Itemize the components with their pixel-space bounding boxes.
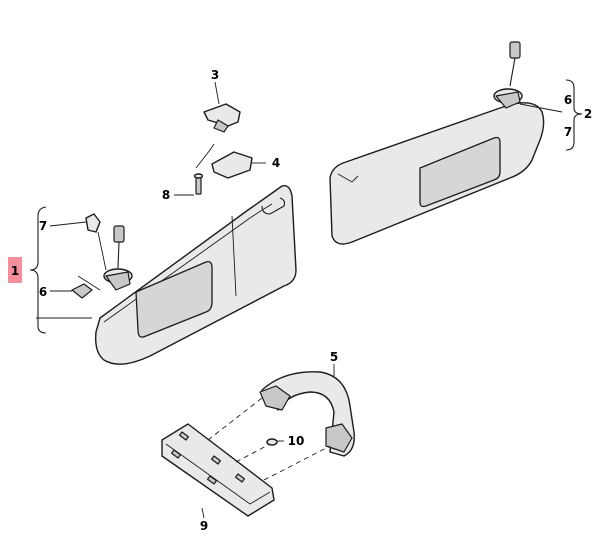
part-3-hook: [203, 81, 241, 133]
part-8-screw: [174, 173, 204, 196]
callout-6-right: 6: [564, 93, 572, 107]
callout-7-left: 7: [39, 219, 47, 233]
left-visor-clip: [71, 283, 93, 299]
right-sun-visor: [329, 102, 545, 245]
part-4-holder: [195, 143, 266, 179]
part-10-screw: [266, 438, 284, 446]
callout-7-right: 7: [564, 125, 572, 139]
assembly-leaders: [207, 397, 331, 481]
callout-2: 2: [584, 107, 592, 121]
left-visor-mount: [103, 225, 133, 291]
callout-3: 3: [211, 68, 219, 82]
right-visor-mount: [493, 41, 523, 109]
callout-4: 4: [272, 156, 280, 170]
callout-8: 8: [162, 188, 170, 202]
callout-10: 10: [288, 434, 305, 448]
callout-1: 1: [11, 264, 19, 278]
part-9-mounting-plate: [161, 423, 275, 519]
left-visor-bracket: [85, 213, 101, 233]
callout-5: 5: [330, 350, 338, 364]
callout-1-highlight: [8, 257, 22, 283]
part-5-grab-handle: [259, 364, 355, 457]
callout-6-left: 6: [39, 285, 47, 299]
callout-9: 9: [200, 519, 208, 533]
left-sun-visor: [94, 185, 297, 365]
